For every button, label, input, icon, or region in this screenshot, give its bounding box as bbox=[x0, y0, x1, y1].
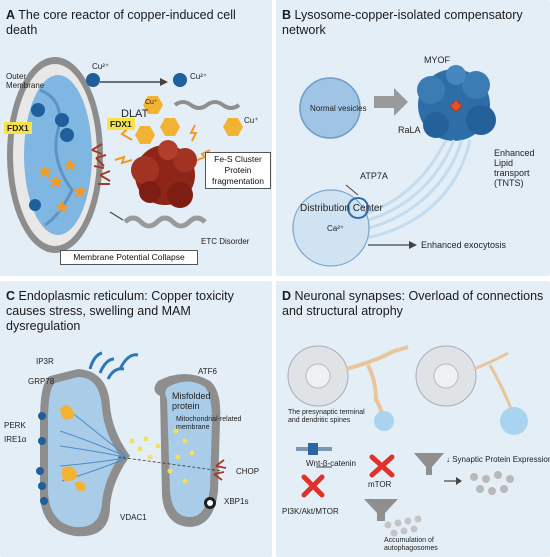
autophagosome-label: Accumulation of autophagosomes bbox=[384, 537, 438, 552]
misfolded-clumps bbox=[60, 405, 86, 491]
cu-plus-left-label: Cu⁺ bbox=[145, 99, 158, 106]
cu2-right-label: Cu²⁺ bbox=[190, 72, 208, 81]
cu-ion bbox=[29, 199, 41, 211]
dendrite-left bbox=[345, 345, 409, 422]
perk-label: PERK bbox=[4, 421, 26, 430]
cu-plus-right-label: Cu⁺ bbox=[244, 116, 259, 125]
panel-b-illustration bbox=[292, 65, 496, 267]
cu-ion bbox=[55, 113, 69, 127]
cu2-top-icon bbox=[86, 73, 100, 87]
cu2-top-label: Cu²⁺ bbox=[92, 62, 110, 71]
calcium-dots bbox=[129, 428, 195, 484]
atp7a-label: ATP7A bbox=[360, 171, 388, 181]
autophagosome-dots bbox=[384, 515, 422, 537]
panel-d: D Neuronal synapses: Overload of connect… bbox=[276, 281, 550, 557]
ip3r-label: IP3R bbox=[36, 357, 54, 366]
ca-label: Ca²⁺ bbox=[327, 224, 345, 233]
funnel-icon bbox=[414, 453, 444, 475]
atf6-label: ATF6 bbox=[198, 367, 217, 376]
atp7a-channel bbox=[347, 197, 370, 219]
membrane-potential-box: Membrane Potential Collapse bbox=[60, 250, 198, 265]
normal-vesicles-label: Normal vesicles bbox=[310, 104, 367, 113]
dlat-aggregate bbox=[131, 140, 197, 208]
panel-a: A The core reactor of copper-induced cel… bbox=[0, 0, 272, 276]
presynaptic-label: The presynaptic terminal and dendritic s… bbox=[288, 409, 365, 424]
panel-d-title: D Neuronal synapses: Overload of connect… bbox=[282, 289, 544, 318]
panel-d-illustration bbox=[287, 345, 528, 537]
myof-label: MYOF bbox=[424, 55, 450, 65]
protein-dots bbox=[470, 471, 514, 495]
arrow-icon bbox=[374, 88, 408, 116]
tnt-tubes bbox=[360, 139, 472, 240]
etc-disorder-label: ETC Disorder bbox=[201, 237, 250, 246]
rala-label: RaLA bbox=[398, 125, 421, 135]
fdx1-left-tag: FDX1 bbox=[4, 122, 32, 134]
pi3k-label: PI3K/Akt/MTOR bbox=[282, 507, 339, 516]
synaptic-protein-label: ↓ Synaptic Protein Expression bbox=[446, 455, 550, 464]
normal-vesicle bbox=[299, 77, 361, 139]
panel-c-title: C Endoplasmic reticulum: Copper toxicity… bbox=[6, 289, 234, 333]
chop-coral bbox=[213, 459, 227, 481]
panel-a-illustration bbox=[7, 57, 243, 253]
distribution-center-cell bbox=[292, 189, 370, 267]
exocytosis-label: Enhanced exocytosis bbox=[421, 240, 507, 250]
panel-a-title: A The core reactor of copper-induced cel… bbox=[6, 8, 236, 37]
outer-membrane-label: Outer Membrane bbox=[6, 72, 45, 90]
fes-cluster-box: Fe-S Cluster Protein fragmentation bbox=[205, 152, 271, 189]
myof-marker bbox=[449, 99, 463, 113]
cu-plus-hexagon bbox=[160, 118, 180, 136]
spine-left bbox=[374, 411, 394, 431]
panel-b-title: B Lysosome-copper-isolated compensatory … bbox=[282, 8, 523, 37]
xbp1s-label: XBP1s bbox=[224, 497, 249, 506]
panel-b: B Lysosome-copper-isolated compensatory … bbox=[276, 0, 550, 276]
cross-icon bbox=[301, 474, 325, 498]
panel-c-illustration bbox=[36, 351, 227, 537]
etc-helix bbox=[123, 215, 207, 229]
dlat-label: DLAT bbox=[121, 108, 149, 120]
wnt-label: Wnt-β-catenin bbox=[306, 459, 356, 468]
panel-c: C Endoplasmic reticulum: Copper toxicity… bbox=[0, 281, 272, 557]
cu-ion bbox=[31, 103, 45, 117]
grp78-label: GRP78 bbox=[28, 377, 55, 386]
spine-right bbox=[500, 407, 528, 435]
chop-label: CHOP bbox=[236, 467, 260, 476]
mtor-label: mTOR bbox=[368, 480, 392, 489]
misfolded-label: Misfolded protein bbox=[172, 391, 211, 411]
dendrite-right bbox=[473, 351, 514, 412]
funnel-icon bbox=[364, 499, 398, 521]
protein-strand bbox=[173, 100, 241, 110]
cross-icon bbox=[369, 454, 395, 478]
cu2-right-icon bbox=[173, 73, 187, 87]
cu-plus-hexagon bbox=[223, 118, 243, 136]
lipid-transport-label: Enhanced Lipid transport (TNTS) bbox=[494, 148, 535, 188]
membrane-damage bbox=[91, 143, 111, 185]
ire1-label: IRE1α bbox=[4, 435, 27, 444]
fdx1-right-tag: FDX1 bbox=[107, 118, 135, 130]
cu-plus-hexagon bbox=[143, 96, 163, 114]
vdac1-label: VDAC1 bbox=[120, 513, 147, 522]
distribution-center-label: Distribution Center bbox=[300, 203, 383, 214]
cu-ion bbox=[60, 128, 74, 142]
mam-label: Mitochondrial-related membrane bbox=[176, 416, 242, 431]
copper-stars bbox=[38, 158, 87, 213]
receptor-icon bbox=[308, 443, 318, 455]
